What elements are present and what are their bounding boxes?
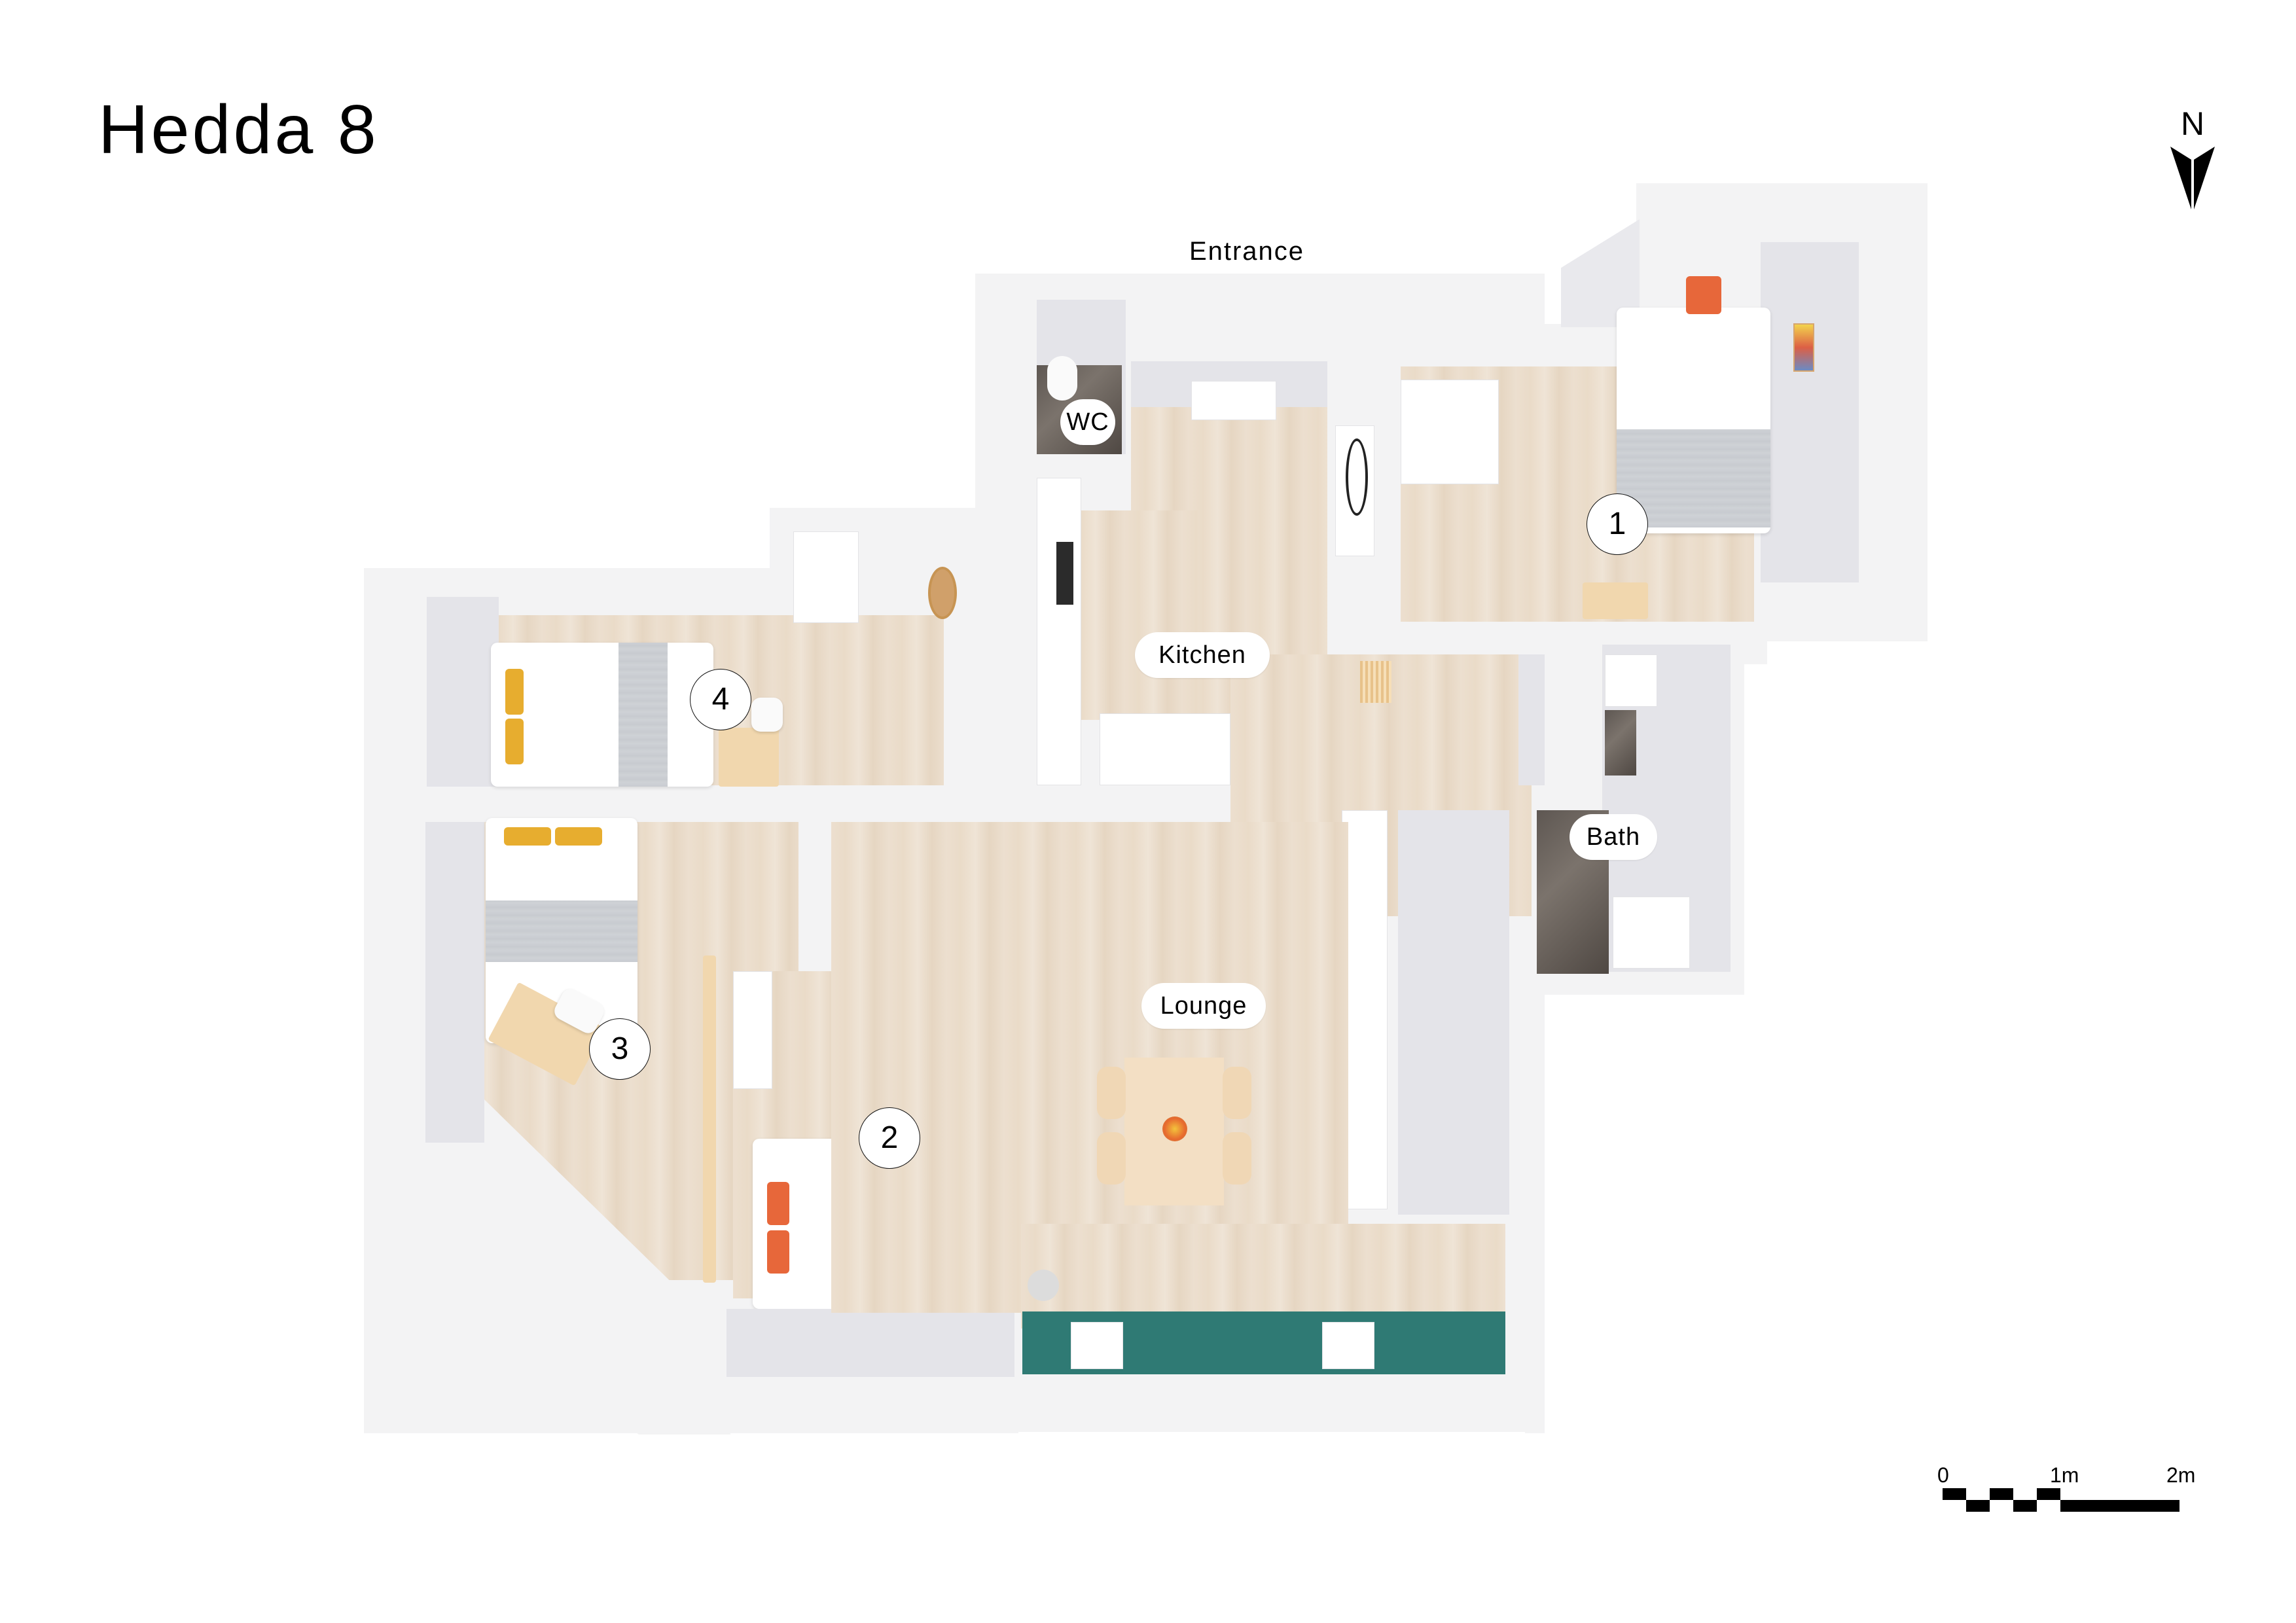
washing-machine <box>1613 897 1690 969</box>
bedroom3-left-wall <box>425 822 484 1143</box>
kitchen-counter <box>1037 478 1081 785</box>
room-label-bath: Bath <box>1570 814 1657 860</box>
bedroom2-wardrobe <box>733 971 772 1089</box>
scale-bar: 0 1m 2m <box>1937 1459 2212 1518</box>
scale-seg-2 <box>1966 1500 1990 1512</box>
toilet-icon <box>1047 356 1077 401</box>
north-compass: N <box>2160 105 2225 216</box>
fruit-bowl-icon <box>1162 1116 1187 1141</box>
bedroom4-desk <box>719 728 779 787</box>
bath-tile <box>1605 710 1636 776</box>
scale-seg-1 <box>1943 1488 1966 1500</box>
bedroom3-shelf <box>703 955 716 1283</box>
bedroom1-wardrobe <box>1401 380 1499 484</box>
cooktop-icon <box>1056 542 1073 605</box>
bedroom4-blanket <box>619 643 668 787</box>
kitchen-floor <box>1067 510 1198 720</box>
closet-side <box>1342 810 1388 1209</box>
bedroom1-artwork <box>1793 323 1814 372</box>
hall-storage <box>1518 654 1545 785</box>
bedroom-number-4: 4 <box>690 669 751 730</box>
bedroom1-pillow <box>1686 276 1721 314</box>
scale-label-1m: 1m <box>2050 1463 2079 1487</box>
balcony-window-1 <box>1071 1322 1123 1369</box>
plant-icon <box>1028 1270 1059 1301</box>
bedroom4-bed <box>491 643 713 787</box>
bedroom4-wardrobe <box>793 531 859 623</box>
basket-icon <box>928 567 957 619</box>
entrance-label: Entrance <box>1189 237 1305 266</box>
bedroom-number-2: 2 <box>859 1107 920 1169</box>
bedroom4-chair <box>751 698 783 732</box>
bedroom2-window-strip <box>726 1309 1014 1377</box>
bedroom2-pillow-2 <box>767 1230 789 1274</box>
dining-chair-3 <box>1223 1067 1251 1119</box>
dining-chair-4 <box>1223 1132 1251 1185</box>
bedroom1-wall-strip <box>1761 242 1859 582</box>
scale-label-2m: 2m <box>2166 1463 2196 1487</box>
dining-chair-1 <box>1097 1067 1126 1119</box>
plan-title: Hedda 8 <box>98 91 379 168</box>
bedroom3-pillow-1 <box>504 827 551 846</box>
shoe-rack <box>1360 661 1391 703</box>
bedroom-number-3: 3 <box>589 1018 651 1080</box>
lounge-floor-lower <box>1021 1224 1505 1329</box>
bedroom4-window-wall <box>427 597 499 787</box>
scale-seg-4 <box>2013 1500 2037 1512</box>
scale-seg-3 <box>1990 1488 2013 1500</box>
bedroom3-pillow-2 <box>555 827 602 846</box>
kitchen-counter-end <box>1100 713 1230 785</box>
dining-chair-2 <box>1097 1132 1126 1185</box>
room-label-wc: WC <box>1060 399 1115 445</box>
bath-sink <box>1605 654 1657 707</box>
bedroom1-desk <box>1583 582 1648 619</box>
bedroom4-pillow-2 <box>505 719 524 764</box>
bedroom3-blanket <box>486 901 637 962</box>
room-label-kitchen: Kitchen <box>1135 632 1270 678</box>
bedroom2-pillow-1 <box>767 1182 789 1225</box>
bedroom4-pillow-1 <box>505 669 524 715</box>
wall-lower-right <box>1525 982 1545 1433</box>
balcony-window-2 <box>1322 1322 1374 1369</box>
north-arrow-icon <box>2170 147 2215 209</box>
north-label: N <box>2180 105 2205 142</box>
scale-label-0: 0 <box>1937 1463 1949 1487</box>
room-label-lounge: Lounge <box>1141 983 1266 1029</box>
entry-door[interactable] <box>1191 381 1276 420</box>
scale-seg-long <box>2060 1500 2179 1512</box>
closet-niche <box>1398 810 1509 1215</box>
mirror-icon <box>1346 438 1368 516</box>
scale-seg-5 <box>2037 1488 2060 1500</box>
bedroom-number-1: 1 <box>1587 493 1648 555</box>
